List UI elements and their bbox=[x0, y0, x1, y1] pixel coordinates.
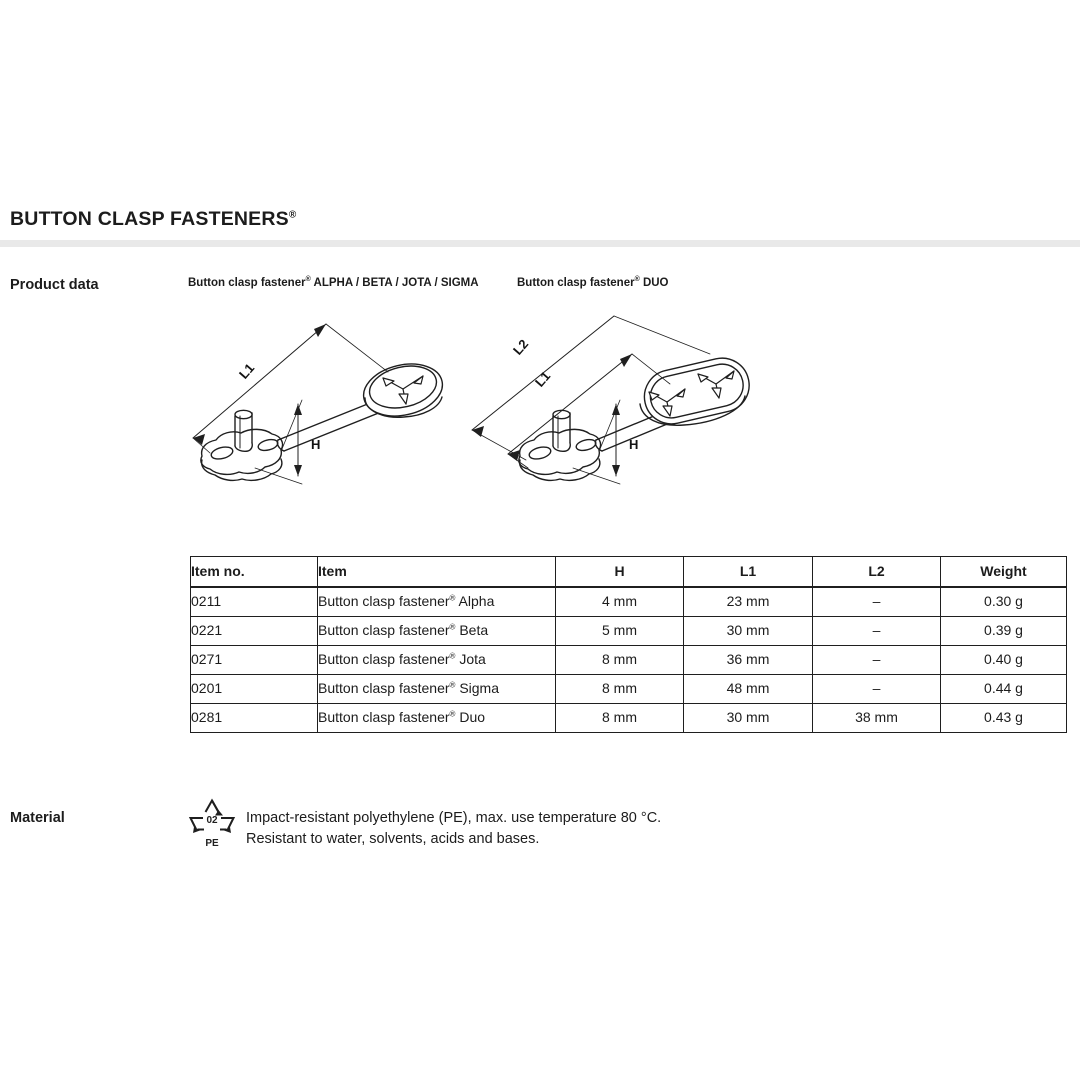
cell-weight: 0.40 g bbox=[940, 645, 1067, 675]
item-name-suffix: Duo bbox=[455, 709, 486, 726]
registered-mark-icon: ® bbox=[449, 680, 456, 690]
item-name-prefix: Button clasp fastener bbox=[318, 709, 450, 726]
item-name-suffix: Jota bbox=[455, 651, 486, 668]
cell-l1: 36 mm bbox=[683, 645, 813, 675]
cell-l1: 30 mm bbox=[683, 616, 813, 646]
registered-mark-icon: ® bbox=[449, 709, 456, 719]
drawing-caption-alpha-group: Button clasp fastener® ALPHA / BETA / JO… bbox=[188, 276, 479, 289]
table-row: 0201 Button clasp fastener® Sigma 8 mm 4… bbox=[190, 674, 1067, 704]
cell-weight: 0.43 g bbox=[940, 703, 1067, 733]
item-name-prefix: Button clasp fastener bbox=[318, 622, 450, 639]
registered-mark-icon: ® bbox=[449, 593, 456, 603]
caption-suffix: DUO bbox=[639, 276, 669, 289]
dimension-label-h: H bbox=[311, 437, 320, 452]
table-row: 0211 Button clasp fastener® Alpha 4 mm 2… bbox=[190, 586, 1067, 617]
caption-prefix: Button clasp fastener bbox=[517, 276, 635, 289]
mobius-loop-icon: 02 PE bbox=[188, 798, 236, 849]
table-row: 0271 Button clasp fastener® Jota 8 mm 36… bbox=[190, 645, 1067, 675]
section-label-product-data: Product data bbox=[10, 277, 99, 293]
cell-item: Button clasp fastener® Beta bbox=[317, 616, 556, 646]
cell-l1: 30 mm bbox=[683, 703, 813, 733]
technical-drawing-alpha: L1 H bbox=[180, 312, 452, 517]
cell-item: Button clasp fastener® Duo bbox=[317, 703, 556, 733]
cell-l2: – bbox=[812, 645, 941, 675]
fastener-isometric-svg: L1 H bbox=[192, 323, 444, 485]
technical-drawing-duo: L2 L1 H bbox=[462, 312, 762, 517]
recycling-material-abbr: PE bbox=[205, 838, 219, 849]
section-label-material: Material bbox=[10, 810, 65, 826]
material-line-2: Resistant to water, solvents, acids and … bbox=[246, 831, 540, 847]
material-description: Impact-resistant polyethylene (PE), max.… bbox=[246, 808, 661, 850]
cell-item-no: 0271 bbox=[190, 645, 318, 675]
dimension-label-l1: L1 bbox=[532, 368, 553, 389]
recycling-symbol: 02 PE bbox=[188, 796, 236, 855]
registered-mark-icon: ® bbox=[449, 622, 456, 632]
cell-l1: 48 mm bbox=[683, 674, 813, 704]
column-header-l1: L1 bbox=[683, 556, 813, 588]
cell-l2: – bbox=[812, 616, 941, 646]
cell-h: 8 mm bbox=[555, 703, 684, 733]
cell-item: Button clasp fastener® Sigma bbox=[317, 674, 556, 704]
table-row: 0281 Button clasp fastener® Duo 8 mm 30 … bbox=[190, 703, 1067, 733]
page-title-text: BUTTON CLASP FASTENERS bbox=[10, 208, 289, 230]
item-name-prefix: Button clasp fastener bbox=[318, 593, 450, 610]
registered-mark-icon: ® bbox=[634, 276, 640, 283]
registered-mark-icon: ® bbox=[449, 651, 456, 661]
cell-item-no: 0201 bbox=[190, 674, 318, 704]
column-header-item: Item bbox=[317, 556, 556, 588]
material-line-1: Impact-resistant polyethylene (PE), max.… bbox=[246, 810, 662, 826]
cell-l2: 38 mm bbox=[812, 703, 941, 733]
cell-item-no: 0221 bbox=[190, 616, 318, 646]
registered-mark-icon: ® bbox=[305, 276, 311, 283]
recycling-code-number: 02 bbox=[206, 815, 218, 826]
table-header-row: Item no. Item H L1 L2 Weight bbox=[190, 556, 1067, 588]
title-divider bbox=[0, 240, 1080, 247]
item-name-suffix: Beta bbox=[455, 622, 489, 639]
cell-weight: 0.44 g bbox=[940, 674, 1067, 704]
page-title: BUTTON CLASP FASTENERS® bbox=[10, 208, 296, 231]
cell-l1: 23 mm bbox=[683, 586, 813, 617]
column-header-h: H bbox=[555, 556, 684, 588]
caption-suffix: ALPHA / BETA / JOTA / SIGMA bbox=[310, 276, 479, 289]
registered-mark-icon: ® bbox=[288, 209, 297, 221]
item-name-suffix: Alpha bbox=[455, 593, 495, 610]
cell-item: Button clasp fastener® Alpha bbox=[317, 586, 556, 617]
item-name-prefix: Button clasp fastener bbox=[318, 680, 450, 697]
column-header-l2: L2 bbox=[812, 556, 941, 588]
cell-h: 8 mm bbox=[555, 645, 684, 675]
dimension-label-l2: L2 bbox=[510, 336, 531, 357]
drawing-caption-duo: Button clasp fastener® DUO bbox=[517, 276, 669, 289]
table-row: 0221 Button clasp fastener® Beta 5 mm 30… bbox=[190, 616, 1067, 646]
caption-prefix: Button clasp fastener bbox=[188, 276, 306, 289]
cell-weight: 0.39 g bbox=[940, 616, 1067, 646]
cell-weight: 0.30 g bbox=[940, 586, 1067, 617]
product-spec-table: Item no. Item H L1 L2 Weight 0211 Button… bbox=[190, 556, 1067, 733]
cell-h: 8 mm bbox=[555, 674, 684, 704]
column-header-weight: Weight bbox=[940, 556, 1067, 588]
item-name-suffix: Sigma bbox=[455, 680, 500, 697]
dimension-label-h: H bbox=[629, 437, 638, 452]
fastener-duo-isometric-svg: L2 L1 H bbox=[471, 315, 750, 485]
cell-h: 5 mm bbox=[555, 616, 684, 646]
column-header-item-no: Item no. bbox=[190, 556, 318, 588]
item-name-prefix: Button clasp fastener bbox=[318, 651, 450, 668]
cell-item: Button clasp fastener® Jota bbox=[317, 645, 556, 675]
cell-item-no: 0281 bbox=[190, 703, 318, 733]
dimension-label-l1: L1 bbox=[236, 360, 257, 381]
cell-l2: – bbox=[812, 674, 941, 704]
cell-h: 4 mm bbox=[555, 586, 684, 617]
cell-item-no: 0211 bbox=[190, 586, 318, 617]
cell-l2: – bbox=[812, 586, 941, 617]
